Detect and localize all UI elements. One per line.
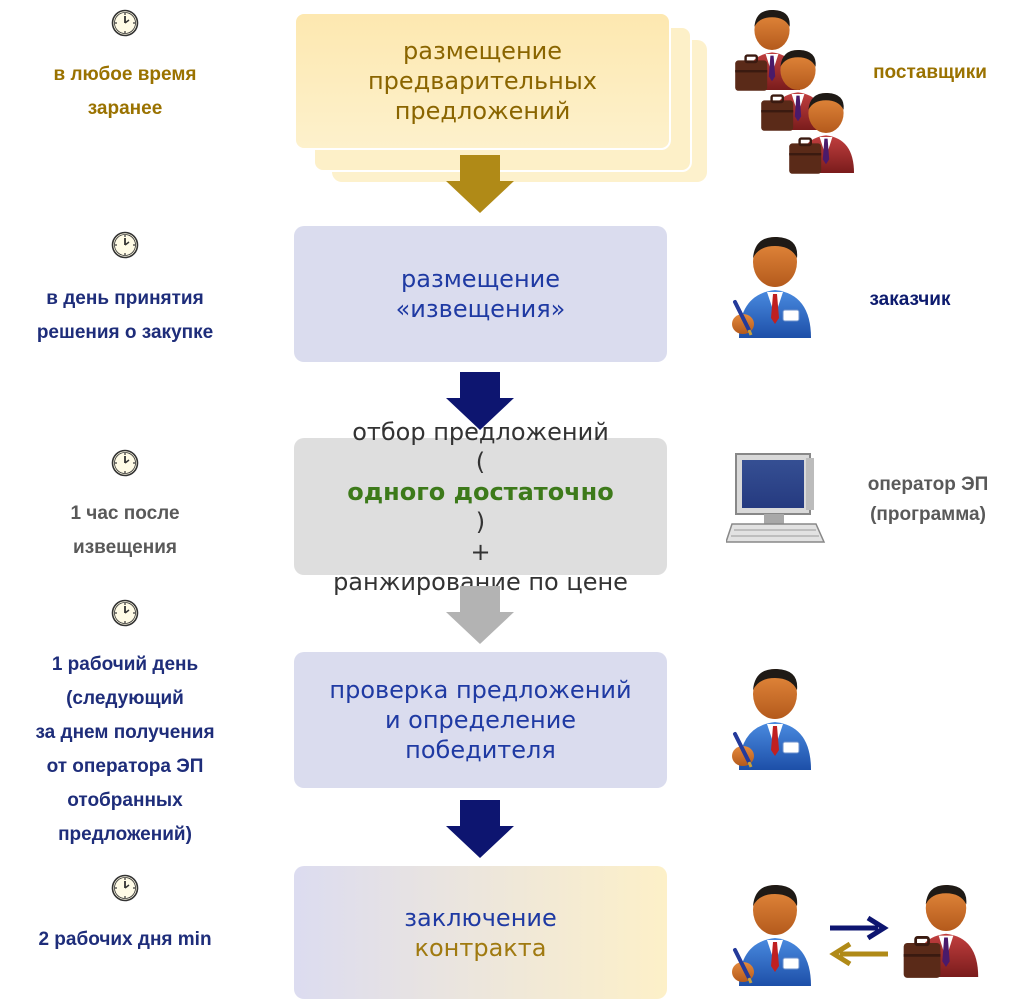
arrow-down-icon [446, 155, 514, 213]
box-step-2: размещение«извещения» [294, 226, 667, 362]
actor-label-operator: оператор ЭП(программа) [867, 474, 989, 525]
customer-person-icon [725, 664, 825, 774]
customer-person-icon [725, 232, 825, 342]
supplier-person-icon [786, 84, 866, 182]
box-step-3: отбор предложений (одного достаточно) + … [294, 418, 667, 596]
highlight-one-enough: одного достаточно [347, 477, 614, 506]
box-step-5: заключение контракта [294, 866, 667, 999]
clock-icon [110, 8, 140, 38]
actor-label-customer: заказчик [869, 289, 951, 310]
timing-label-5: 2 рабочих дня min [38, 929, 212, 950]
actor-label-suppliers: поставщики [873, 62, 987, 83]
clock-icon [110, 598, 140, 628]
customer-person-icon [725, 880, 825, 990]
computer-icon [726, 453, 826, 543]
arrow-down-icon [446, 800, 514, 858]
clock-icon [110, 873, 140, 903]
supplier-person-icon [900, 876, 992, 986]
arrow-down-icon [446, 586, 514, 644]
clock-icon [110, 448, 140, 478]
clock-icon [110, 230, 140, 260]
arrow-down-icon [446, 372, 514, 430]
exchange-arrows-icon [829, 915, 889, 967]
